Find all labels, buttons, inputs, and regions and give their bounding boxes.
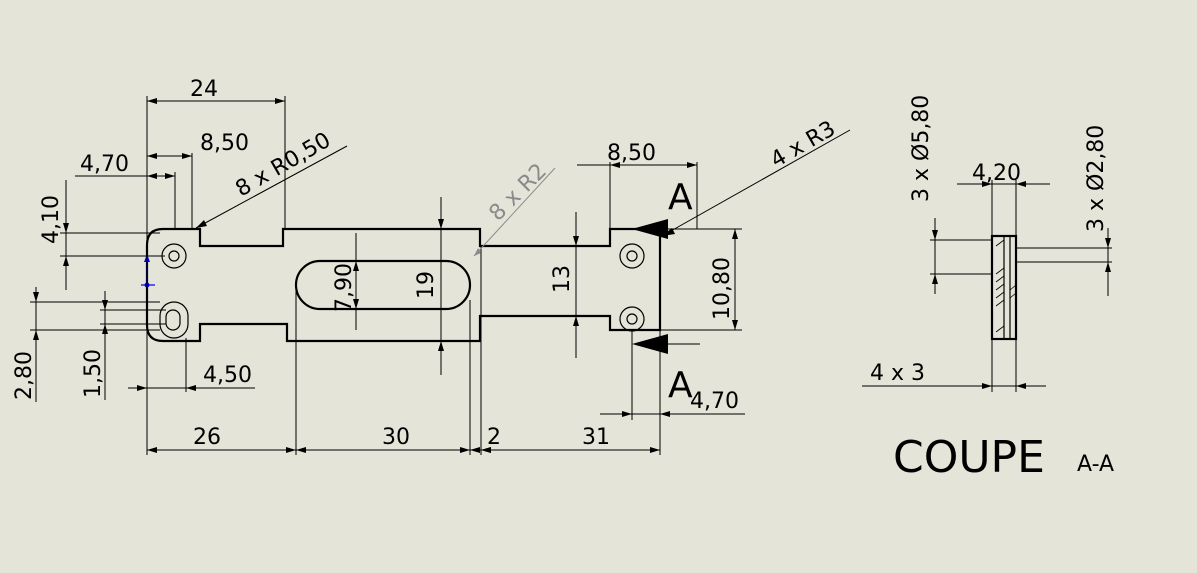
part-outline — [145, 227, 662, 343]
center-slot — [294, 259, 472, 311]
dim-26: 26 — [193, 425, 221, 450]
dim-19: 19 — [414, 271, 439, 299]
section-title: COUPE — [893, 432, 1045, 483]
section-letter-top: A — [668, 177, 693, 218]
section-arrows — [632, 219, 700, 354]
dim-4-20: 4,20 — [972, 161, 1021, 186]
dim-2-80: 2,80 — [12, 351, 37, 400]
dim-8-50-top: 8,50 — [200, 131, 249, 156]
section-title-suffix: A-A — [1077, 452, 1114, 477]
dimension-labels: 24 8,50 4,70 4,10 8 x R0,50 8 x R2 8,50 … — [12, 77, 840, 450]
dim-4-70-right: 4,70 — [690, 389, 739, 414]
leader-r2: 8 x R2 — [485, 159, 552, 226]
dim-24: 24 — [190, 77, 218, 102]
dim-hole-2-80: 3 x Ø2,80 — [1084, 125, 1109, 232]
dim-1-50: 1,50 — [81, 349, 106, 398]
dim-7-90: 7,90 — [332, 263, 357, 312]
dim-30: 30 — [382, 425, 410, 450]
dim-13: 13 — [550, 265, 575, 293]
slot-hole — [159, 301, 189, 339]
dim-4-10: 4,10 — [39, 195, 64, 244]
holes — [159, 243, 645, 339]
dim-8-50-right: 8,50 — [607, 141, 656, 166]
leader-lines — [195, 129, 851, 257]
dim-2: 2 — [487, 425, 501, 450]
dim-hole-5-80: 3 x Ø5,80 — [909, 95, 934, 202]
section-letters: A A — [668, 177, 693, 406]
arrowheads — [33, 98, 738, 453]
dim-4x3: 4 x 3 — [870, 361, 925, 386]
dim-4-70-top: 4,70 — [80, 152, 129, 177]
section-view: 3 x Ø5,80 3 x Ø2,80 4,20 4 x 3 COUPE A-A — [862, 95, 1114, 483]
dim-4-50: 4,50 — [203, 363, 252, 388]
dim-31: 31 — [582, 425, 610, 450]
leader-r3: 4 x R3 — [767, 116, 840, 173]
section-letter-bottom: A — [668, 365, 693, 406]
dim-10-80: 10,80 — [710, 257, 735, 320]
